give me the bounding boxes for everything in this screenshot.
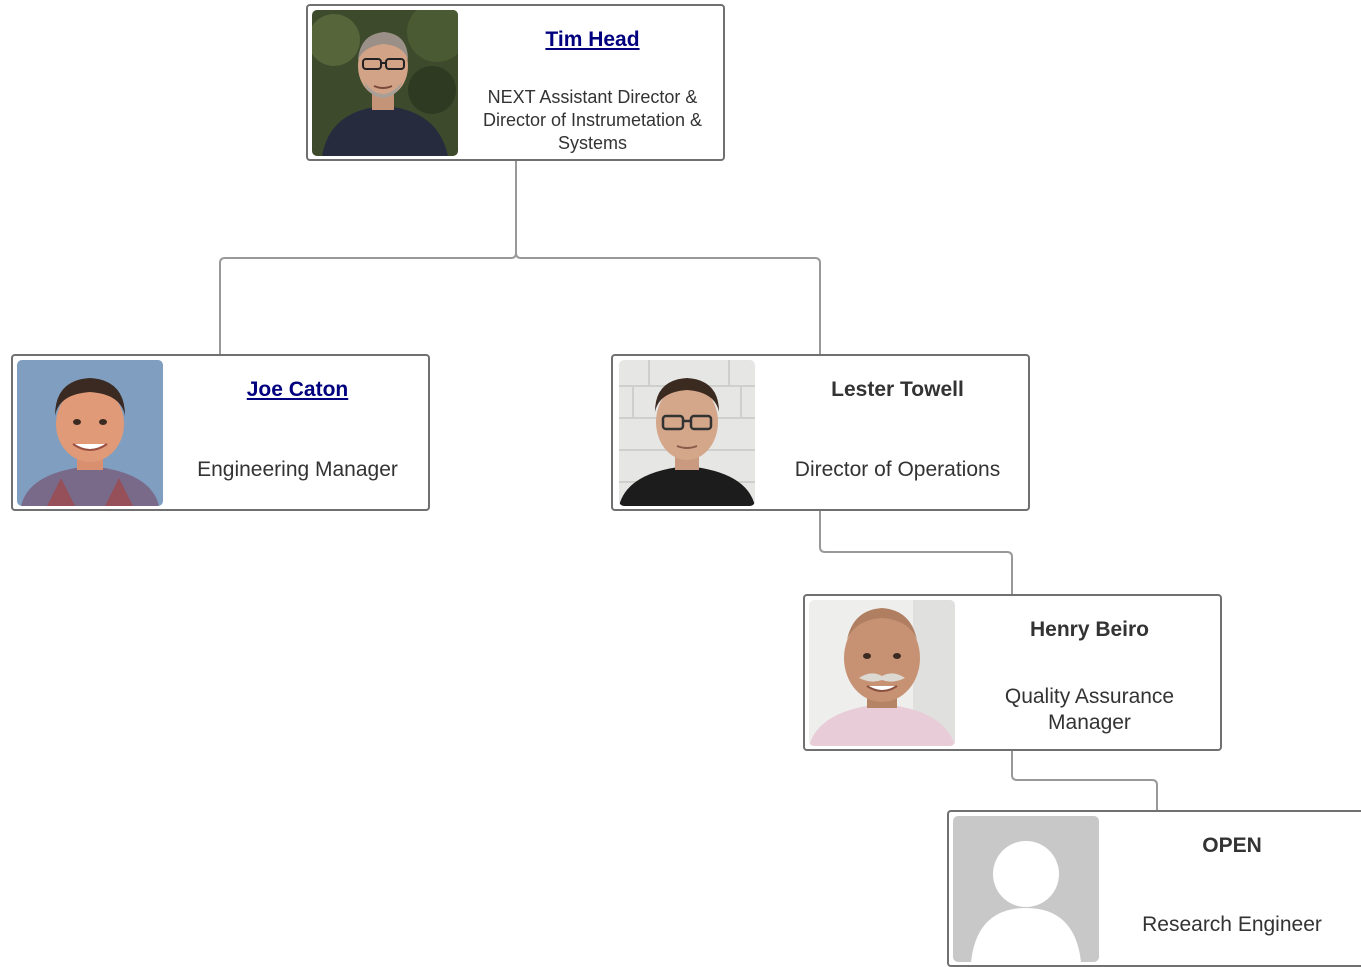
connector-tim-head-to-lester-towell bbox=[515, 161, 821, 355]
person-name: OPEN bbox=[1202, 834, 1262, 857]
person-name: Henry Beiro bbox=[1029, 618, 1150, 641]
person-name-link[interactable]: Joe Caton bbox=[246, 378, 349, 401]
person-photo-glasses-grey-hair bbox=[312, 10, 458, 156]
person-name-link[interactable]: Tim Head bbox=[545, 28, 640, 51]
connector-tim-head-to-joe-caton bbox=[219, 161, 517, 355]
person-title: Engineering Manager bbox=[197, 458, 398, 481]
org-node-lester-towell: Lester Towell Director of Operations bbox=[611, 354, 1030, 511]
org-node-open: OPEN Research Engineer bbox=[947, 810, 1361, 967]
person-title: NEXT Assistant Director & Director of In… bbox=[482, 87, 703, 153]
node-info: Joe Caton Engineering Manager bbox=[173, 356, 422, 509]
org-node-joe-caton: Joe Caton Engineering Manager bbox=[11, 354, 430, 511]
person-photo-glasses-white-wall bbox=[619, 360, 755, 506]
person-photo-mustache bbox=[809, 600, 955, 746]
node-info: OPEN Research Engineer bbox=[1109, 812, 1355, 965]
person-title: Director of Operations bbox=[794, 458, 1001, 481]
person-name: Lester Towell bbox=[831, 378, 964, 401]
org-node-henry-beiro: Henry Beiro Quality Assurance Manager bbox=[803, 594, 1222, 751]
person-title: Quality Assurance Manager bbox=[1004, 685, 1175, 734]
connector-lester-towell-to-henry-beiro bbox=[819, 511, 1013, 595]
person-title: Research Engineer bbox=[1142, 913, 1322, 936]
node-info: Lester Towell Director of Operations bbox=[773, 356, 1022, 509]
person-photo-blue-background bbox=[17, 360, 163, 506]
node-info: Henry Beiro Quality Assurance Manager bbox=[965, 596, 1214, 749]
placeholder-avatar-icon bbox=[953, 816, 1099, 962]
org-node-tim-head: Tim Head NEXT Assistant Director & Direc… bbox=[306, 4, 725, 161]
node-info: Tim Head NEXT Assistant Director & Direc… bbox=[468, 6, 717, 159]
connector-henry-beiro-to-open bbox=[1011, 751, 1158, 811]
